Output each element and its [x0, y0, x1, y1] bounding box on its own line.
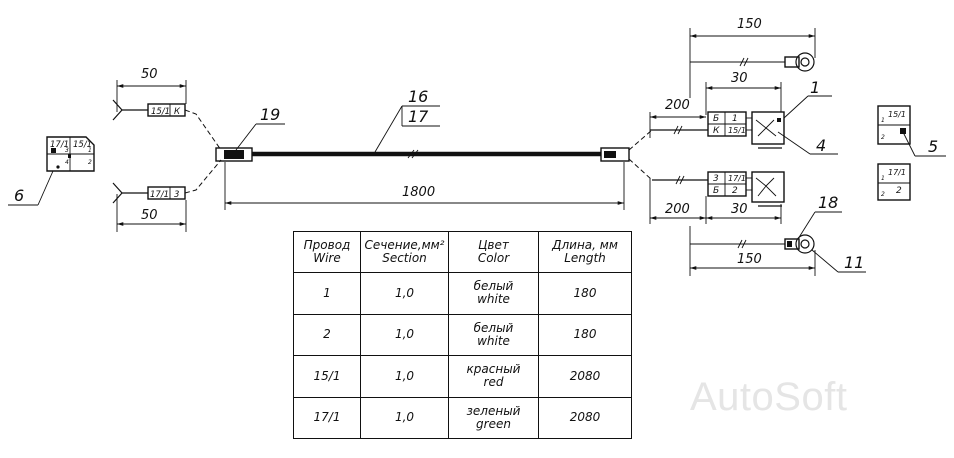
callout-5: 5 [928, 137, 938, 156]
dimension-1800-label: 1800 [402, 185, 435, 200]
right-bottom-terminal: 150 18 11 [689, 193, 866, 276]
dimension-right-200-bottom: 200 [665, 202, 690, 217]
callout-1: 1 [810, 78, 820, 97]
connector-5-bot-label: 17/1 [888, 168, 906, 177]
cell-section: 1,0 [360, 355, 449, 398]
connector-5-bot-n1: 1 [881, 175, 885, 182]
dimension-left-bottom: 50 [141, 208, 158, 223]
connector-6-pin-a: 17/1 [50, 140, 69, 150]
cell-wire: 1 [293, 272, 361, 315]
callout-4: 4 [816, 136, 826, 155]
right-lower-pin-2: 2 [732, 186, 738, 196]
connector-5: 15/1 1 2 17/1 1 2 2 5 [877, 105, 946, 201]
dimension-right-30-bottom: 30 [731, 202, 748, 217]
dimension-right-200-top: 200 [665, 98, 690, 113]
cell-length: 180 [538, 313, 632, 356]
callout-19-label: 19 [260, 105, 280, 124]
cell-wire: 2 [293, 313, 361, 356]
main-harness [215, 147, 630, 162]
callout-6: 6 [14, 186, 24, 205]
left-bottom-pin-a: 17/1 [150, 190, 169, 200]
cell-length: 2080 [538, 396, 632, 439]
dimension-right-30-top: 30 [731, 71, 748, 86]
callout-11: 11 [844, 253, 864, 272]
connector-6-n1: 1 [88, 147, 92, 154]
connector-6-pin-b: 15/1 [73, 140, 92, 150]
cell-wire: 15/1 [293, 355, 361, 398]
cell-wire: 17/1 [293, 396, 361, 439]
dimension-right-bottom: 150 [737, 252, 762, 267]
callout-16-17: 16 17 [374, 87, 440, 153]
watermark: AutoSoft [690, 375, 848, 419]
right-lower-branch: 3 17/1 Б 2 200 30 [628, 158, 785, 224]
callout-19: 19 [235, 105, 285, 151]
left-bottom-branch: 50 17/1 3 [112, 159, 222, 232]
left-bottom-pin-b: 3 [174, 190, 179, 200]
cell-section: 1,0 [360, 272, 449, 315]
dimension-right-top: 150 [737, 17, 762, 32]
right-upper-pin-1: 1 [732, 114, 738, 124]
left-top-pin-a: 15/1 [151, 107, 170, 117]
connector-5-top-n1: 1 [881, 117, 885, 124]
connector-5-bot-n2b: 2 [881, 191, 885, 198]
cell-length: 180 [538, 272, 632, 315]
right-lower-pin-b: Б [713, 186, 719, 196]
connector-5-bot-n2: 2 [896, 186, 902, 196]
right-upper-pin-151: 15/1 [728, 126, 746, 135]
right-upper-pin-b: Б [713, 114, 719, 124]
right-upper-pin-k: К [713, 126, 720, 136]
right-top-terminal: 150 [689, 17, 816, 98]
dimension-1800: 1800 [224, 162, 625, 210]
connector-5-top-label: 15/1 [888, 110, 906, 119]
dimension-left-top: 50 [141, 67, 158, 82]
callout-16: 16 [408, 87, 428, 106]
cell-section: 1,0 [360, 313, 449, 356]
callout-18: 18 [818, 193, 838, 212]
connector-6-n4: 4 [65, 159, 69, 166]
left-top-branch: 50 15/1 К [112, 67, 222, 151]
connector-6-n3: 3 [65, 147, 69, 154]
right-upper-branch: 30 200 Б 1 К 15/1 1 4 [628, 71, 838, 155]
connector-6-n2: 2 [88, 159, 92, 166]
right-lower-pin-3: 3 [713, 174, 719, 184]
connector-5-top-n2: 2 [881, 134, 885, 141]
right-lower-pin-171: 17/1 [728, 174, 746, 183]
callout-17: 17 [408, 107, 429, 126]
connector-6: 17/1 15/1 3 1 4 2 6 [8, 136, 95, 206]
cell-section: 1,0 [360, 396, 449, 439]
left-top-pin-b: К [174, 107, 181, 117]
cell-length: 2080 [538, 355, 632, 398]
